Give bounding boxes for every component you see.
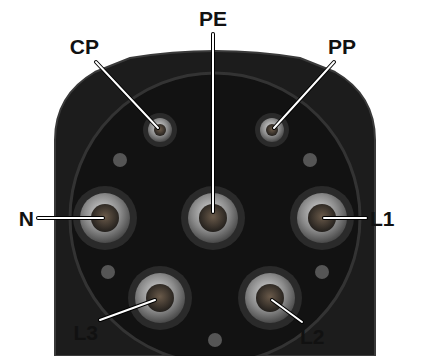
small-pins [143, 113, 289, 147]
latch-hole [303, 153, 317, 167]
pin-label: PE [199, 8, 227, 29]
pin-label: PP [328, 36, 356, 57]
pin-label: L2 [300, 326, 325, 347]
latch-hole [101, 265, 115, 279]
latch-hole [315, 265, 329, 279]
latch-hole [208, 333, 222, 347]
latch-hole [113, 153, 127, 167]
pin-label: CP [70, 36, 99, 57]
pin-label: L1 [370, 208, 395, 229]
leader-lines [38, 34, 366, 322]
pin-label: L3 [73, 322, 98, 343]
pin-label: N [19, 208, 34, 229]
